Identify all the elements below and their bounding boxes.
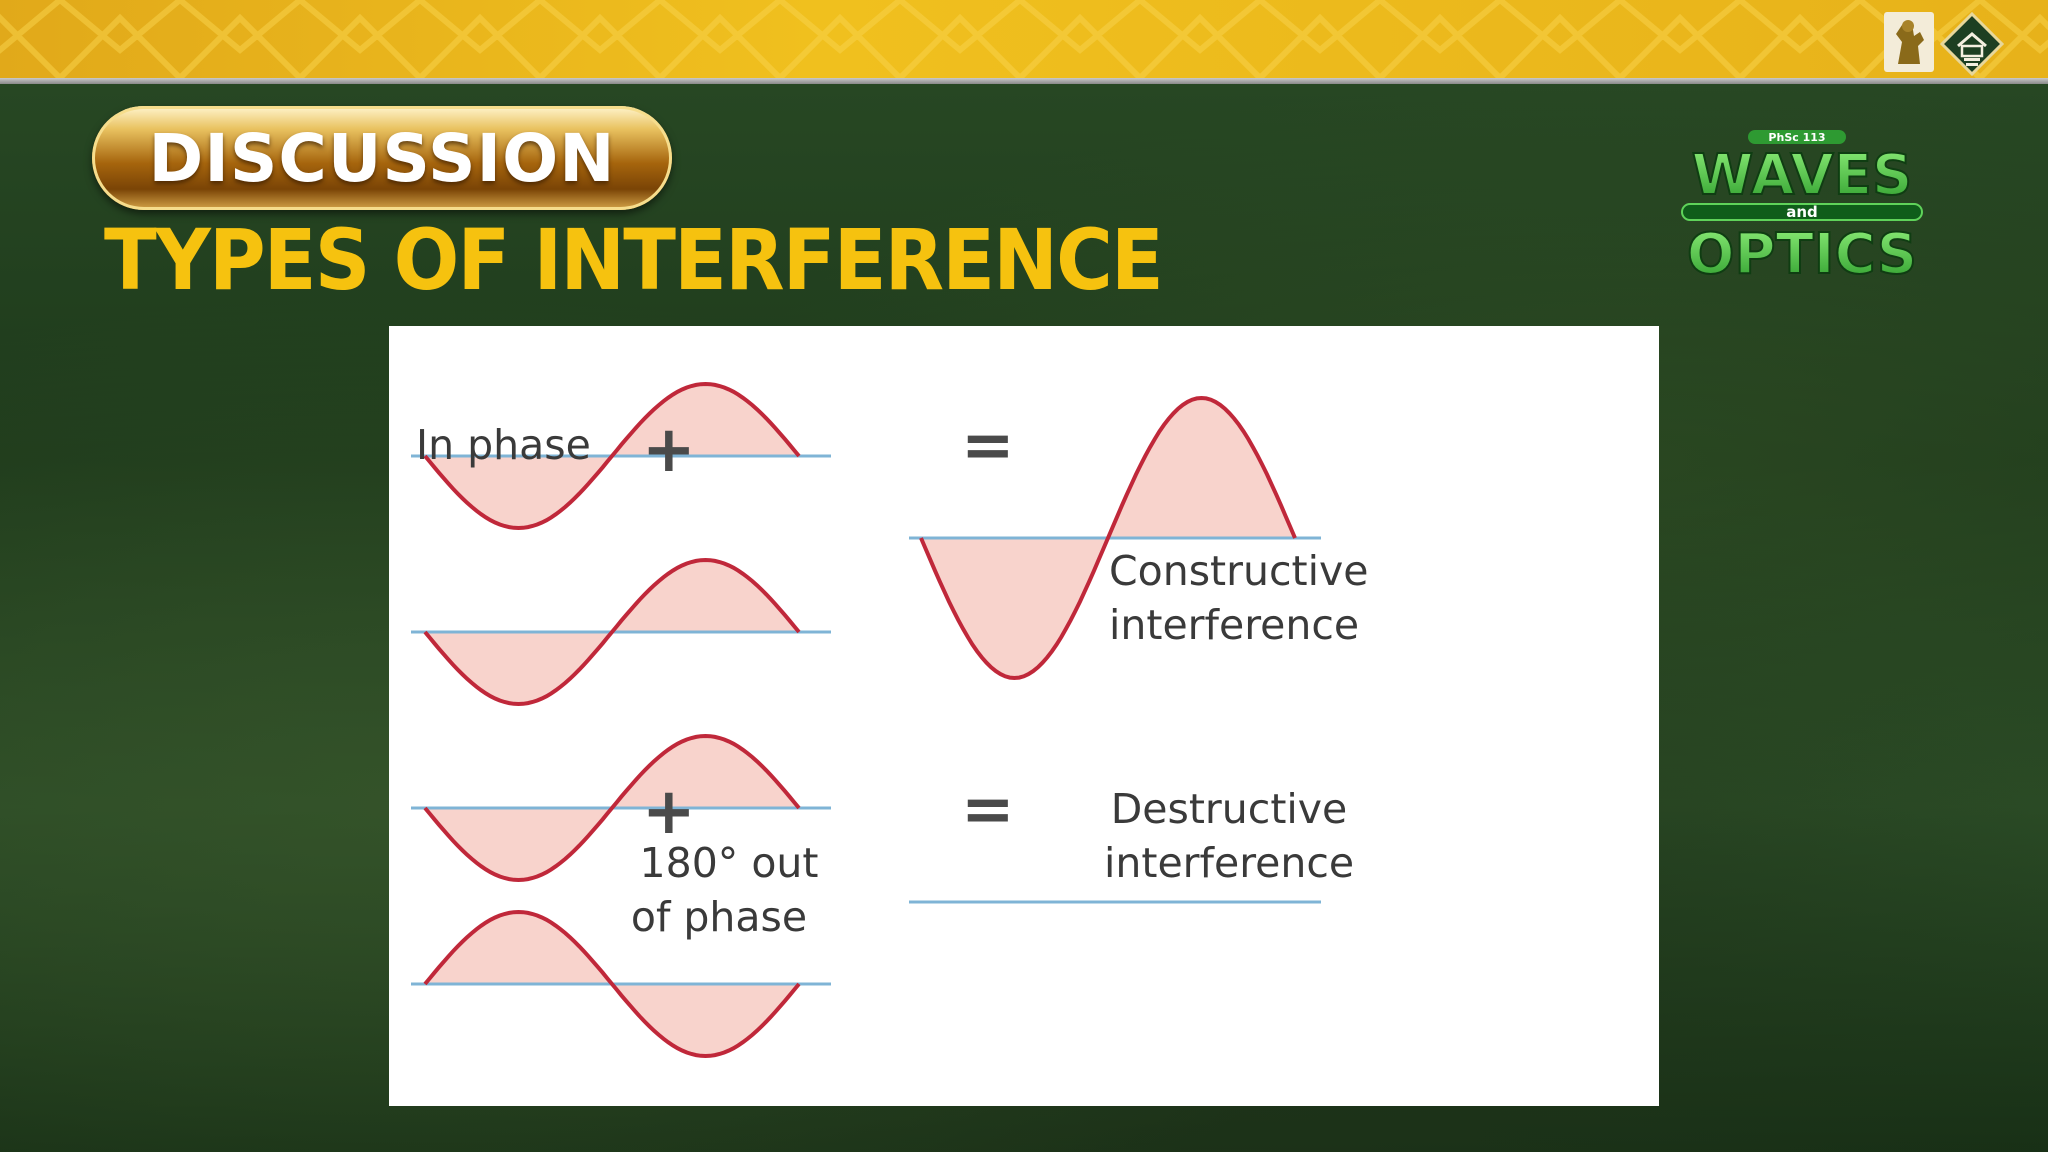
course-code: PhSc 113 [1768,131,1825,144]
equals-sign-bottom: = [961,773,1015,847]
interference-diagram: In phase + = Constructive interference D… [389,326,1659,1106]
destructive-label-line1: Destructive [1110,785,1348,833]
out-of-phase-label-line1: 180° out [639,839,819,887]
plus-sign-top: + [642,413,696,487]
constructive-result-wave-curve [919,395,1297,681]
destructive-label-line2: interference [1104,839,1355,887]
brand-word-and: and [1786,203,1818,221]
in-phase-wave-2-curve [423,557,801,707]
course-brand-logo: PhSc 113 WAVES and OPTICS [1672,126,1932,288]
plus-sign-bottom: + [642,775,696,849]
top-pattern-band [0,0,2048,78]
discussion-badge: DISCUSSION [92,106,672,210]
equals-sign-top: = [961,409,1015,483]
constructive-label-line1: Constructive [1109,547,1369,595]
wave-diagram-svg [411,381,1321,1059]
college-emblem-icon [1939,11,2005,77]
out-of-phase-wave-1-curve [423,733,801,883]
out-of-phase-wave-2-curve [423,909,801,1059]
in-phase-wave-1-curve [423,381,801,531]
discussion-label: DISCUSSION [148,119,616,197]
brand-word-waves: WAVES [1692,143,1913,208]
constructive-label-line2: interference [1109,601,1360,649]
in-phase-label: In phase [416,421,591,469]
brand-word-optics: OPTICS [1687,222,1917,286]
page-title: TYPES OF INTERFERENCE [104,211,1164,309]
university-seal-icon [1884,12,1934,72]
top-divider [0,78,2048,84]
out-of-phase-label-line2: of phase [630,893,808,941]
